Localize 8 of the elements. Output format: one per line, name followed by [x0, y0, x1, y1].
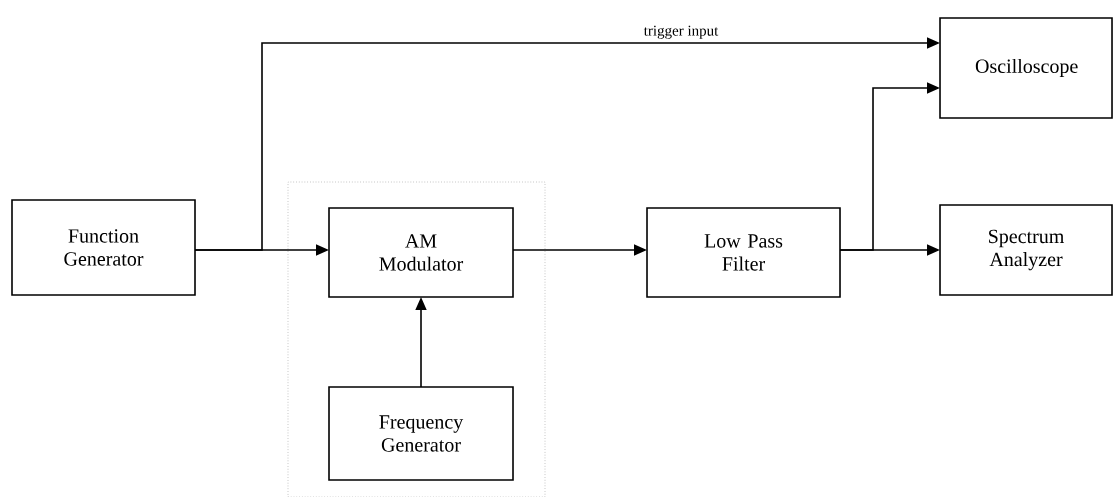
block-box: Oscilloscope: [939, 17, 1113, 119]
dotted-enclosure: [287, 181, 546, 497]
block-box: AM Modulator: [328, 207, 514, 298]
block-box: Function Generator: [11, 199, 196, 296]
block-box: Frequency Generator: [328, 386, 514, 481]
edge-label: trigger input: [642, 24, 720, 40]
block-box: Low Pass Filter: [646, 207, 841, 298]
block-box: Spectrum Analyzer: [939, 204, 1113, 296]
